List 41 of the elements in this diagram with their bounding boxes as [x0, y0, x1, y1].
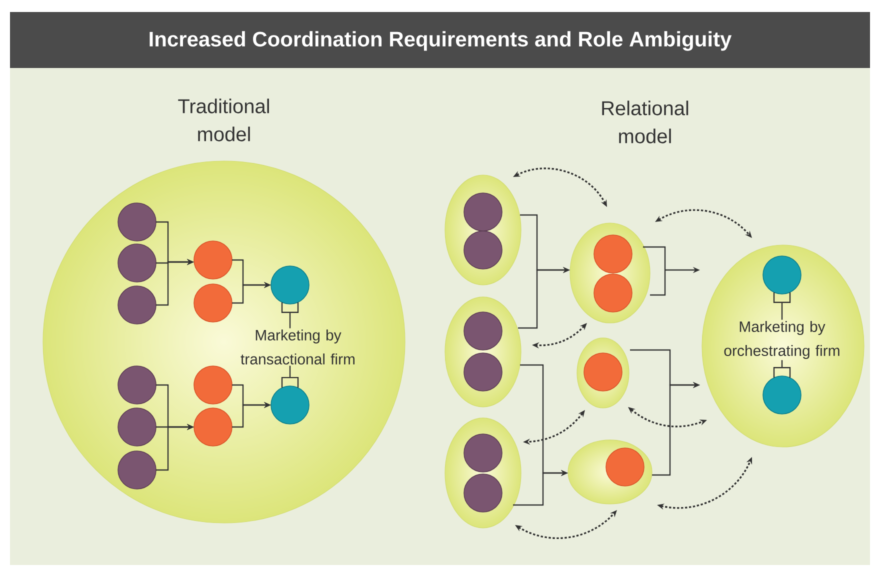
ball [194, 284, 232, 322]
node-label: Marketing by orchestrating firm [724, 321, 840, 359]
ball [594, 274, 632, 312]
ball [464, 230, 502, 270]
group-ellipse [444, 418, 522, 528]
ball [270, 266, 310, 304]
group-ellipse [576, 338, 630, 408]
ball [464, 434, 502, 472]
ball [464, 474, 502, 512]
ball [464, 192, 502, 232]
group-ellipse [702, 244, 864, 448]
ball [594, 234, 632, 274]
heading: Traditional model [178, 98, 269, 142]
ball [194, 408, 232, 446]
ball [118, 450, 156, 490]
ball [194, 366, 232, 404]
ball [762, 256, 802, 294]
ball [464, 312, 502, 350]
leader-line [773, 360, 791, 378]
ball [194, 240, 232, 280]
ball [270, 386, 310, 424]
ball [584, 352, 622, 392]
ball [606, 448, 644, 486]
ball [118, 286, 156, 324]
ball [118, 202, 156, 242]
group-ellipse [444, 296, 522, 408]
title-banner: Increased Coordination Requirements and Role Ambiguity [10, 12, 870, 68]
node-label: Marketing by transactional firm [240, 329, 354, 364]
leader-line [773, 292, 791, 320]
ball [118, 408, 156, 446]
ball [464, 352, 502, 392]
ball [762, 376, 802, 414]
leader-line [281, 365, 299, 388]
ball [118, 366, 156, 404]
ball [118, 244, 156, 282]
group-ellipse [568, 440, 652, 504]
leader-line [281, 302, 299, 329]
group-ellipse [444, 174, 522, 286]
heading: Relational model [602, 100, 688, 144]
group-ellipse [42, 160, 406, 524]
group-ellipse [570, 222, 650, 324]
